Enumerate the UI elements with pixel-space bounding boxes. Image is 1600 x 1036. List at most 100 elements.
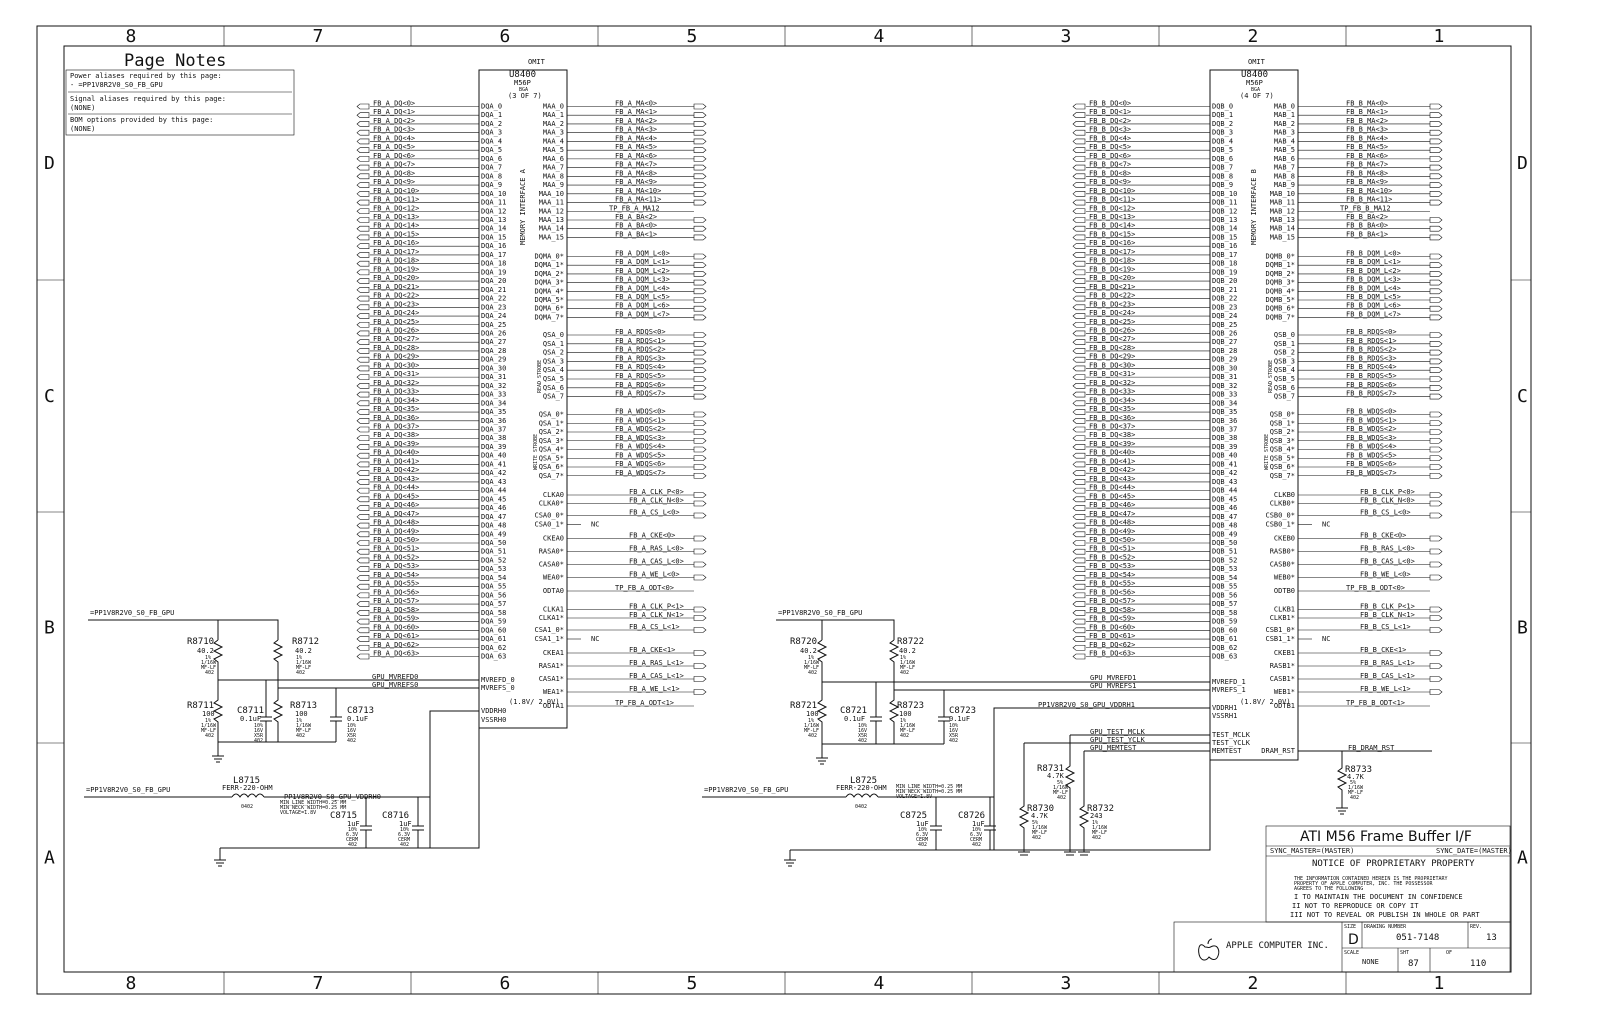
c8725-tol: 10% — [918, 827, 927, 833]
offpage-connector-icon — [1429, 182, 1443, 188]
dq-net-label: FB_B_DQ<17> — [1089, 248, 1135, 256]
r8732-val: 243 — [1090, 812, 1103, 820]
offpage-connector-icon — [693, 173, 707, 180]
dq-pin-label: DQA_46 — [481, 504, 506, 512]
offpage-connector-icon — [1429, 164, 1443, 171]
dq-net-label: FB_B_DQ<5> — [1089, 143, 1131, 151]
ctrl-net-label: FB_A_WE_L<1> — [629, 685, 680, 693]
offpage-connector-icon — [356, 156, 370, 162]
offpage-connector-icon — [1429, 279, 1443, 286]
offpage-connector-icon — [693, 288, 707, 295]
qs-pin-label: QSB_7 — [1274, 393, 1295, 401]
offpage-connector-icon — [1429, 147, 1443, 153]
ma-pin-label: MAA_4 — [543, 137, 564, 145]
r8711-pwr: 1/16W — [201, 723, 217, 729]
c8715-val: 1uF — [347, 820, 360, 828]
chip-b-body — [1209, 69, 1299, 761]
dq-pin-label: DQB_49 — [1212, 530, 1237, 538]
offpage-connector-icon — [1429, 340, 1443, 347]
offpage-connector-icon — [356, 208, 370, 215]
qsn-net-label: FB_A_WDQS<6> — [615, 460, 666, 468]
offpage-connector-icon — [1072, 138, 1086, 145]
qs-net-label: FB_B_RDQS<3> — [1346, 354, 1397, 362]
offpage-connector-icon — [1429, 217, 1443, 223]
dq-net-label: FB_A_DQ<18> — [373, 257, 419, 265]
dq-pin-label: DQB_15 — [1212, 233, 1237, 241]
dq-net-label: FB_B_DQ<6> — [1089, 152, 1131, 160]
dq-pin-label: DQB_21 — [1212, 286, 1237, 294]
dq-pin-label: DQB_59 — [1212, 618, 1237, 626]
offpage-connector-icon — [1429, 138, 1443, 145]
ctrl-pin-label: CKEA0 — [543, 535, 564, 543]
ma-net-label: FB_B_MA<11> — [1346, 196, 1392, 204]
dq-net-label: FB_A_DQ<27> — [373, 335, 419, 343]
frame-row-right: D — [1517, 153, 1528, 174]
dqm-pin-label: DQMA_2* — [534, 270, 564, 278]
dq-pin-label: DQB_37 — [1212, 426, 1237, 434]
dq-pin-label: DQB_56 — [1212, 591, 1237, 599]
ctrl-pin-label: CSB0_1* — [1265, 521, 1295, 529]
dq-net-label: FB_B_DQ<14> — [1089, 222, 1135, 230]
dq-net-label: FB_B_DQ<63> — [1089, 649, 1135, 657]
frame-col-bottom: 3 — [1061, 973, 1072, 994]
offpage-connector-icon — [693, 437, 707, 444]
ctrl-pin-label: CLKA1* — [539, 614, 564, 622]
ctrl-pin-label: CLKB0* — [1270, 500, 1295, 508]
qs-net-label: FB_A_RDQS<2> — [615, 346, 666, 354]
offpage-connector-icon — [356, 540, 370, 546]
qs-pin-label: QSB_4 — [1274, 366, 1295, 374]
dq-net-label: FB_B_DQ<51> — [1089, 545, 1135, 553]
offpage-connector-icon — [356, 583, 370, 590]
ctrl-pin-label: CASA1* — [539, 675, 564, 683]
offpage-connector-icon — [1072, 103, 1086, 110]
dq-net-label: FB_B_DQ<20> — [1089, 274, 1135, 282]
rail-a-label: =PP1V8R2V0_S0_FB_GPU — [90, 609, 174, 617]
qsn-pin-label: QSB_4* — [1270, 446, 1295, 454]
frame-row-right: B — [1517, 618, 1528, 639]
dq-pin-label: DQB_57 — [1212, 600, 1237, 608]
chip-a-part: M56P — [514, 79, 531, 87]
net-gpu-mvrefd0: GPU_MVREFD0 — [372, 673, 418, 681]
dq-pin-label: DQA_58 — [481, 609, 506, 617]
offpage-connector-icon — [693, 199, 707, 206]
qsn-pin-label: QSB_0* — [1270, 411, 1295, 419]
inner-border — [63, 45, 1512, 973]
dqm-pin-label: DQMB_4* — [1265, 287, 1295, 295]
r8732-pwr: 1/16W — [1092, 825, 1108, 831]
r8733-val: 4.7K — [1347, 773, 1365, 781]
r8713-tech: MF-LF — [296, 728, 311, 734]
offpage-connector-icon — [356, 147, 370, 153]
dq-pin-label: DQB_14 — [1212, 225, 1237, 233]
dq-pin-label: DQA_26 — [481, 329, 506, 337]
drawing-number-label: DRAWING NUMBER — [1364, 924, 1407, 930]
ctrl-pin-label: WEA1* — [543, 688, 564, 696]
ref-pin-label: MVREFS_1 — [1212, 686, 1246, 694]
dq-pin-label: DQA_38 — [481, 434, 506, 442]
of-value: 110 — [1470, 959, 1486, 969]
dq-pin-label: DQB_23 — [1212, 303, 1237, 311]
dqm-net-label: FB_A_DQM_L<3> — [615, 276, 670, 284]
offpage-connector-icon — [693, 121, 707, 127]
offpage-connector-icon — [693, 384, 707, 391]
offpage-connector-icon — [356, 417, 370, 424]
offpage-connector-icon — [1072, 365, 1086, 372]
ma-pin-label: MAB_11 — [1270, 199, 1295, 207]
dq-pin-label: DQA_6 — [481, 155, 502, 163]
c8723-v: 16V — [949, 728, 958, 734]
offpage-connector-icon — [1072, 417, 1086, 424]
qs-pin-label: QSA_2 — [543, 349, 564, 357]
offpage-connector-icon — [356, 138, 370, 145]
size-label: SIZE — [1344, 924, 1356, 930]
qsn-net-label: FB_A_WDQS<1> — [615, 416, 666, 424]
qsn-net-label: FB_B_WDQS<2> — [1346, 425, 1397, 433]
qsn-net-label: FB_B_WDQS<0> — [1346, 408, 1397, 416]
c8711-die: X5R — [254, 733, 264, 739]
offpage-connector-icon — [356, 234, 370, 241]
ref-pin-label: VSSRH0 — [481, 716, 506, 724]
r8723-pwr: 1/16W — [900, 723, 916, 729]
offpage-connector-icon — [1429, 349, 1443, 356]
offpage-connector-icon — [1429, 288, 1443, 295]
dq-net-label: FB_B_DQ<50> — [1089, 536, 1135, 544]
offpage-connector-icon — [1429, 650, 1443, 656]
